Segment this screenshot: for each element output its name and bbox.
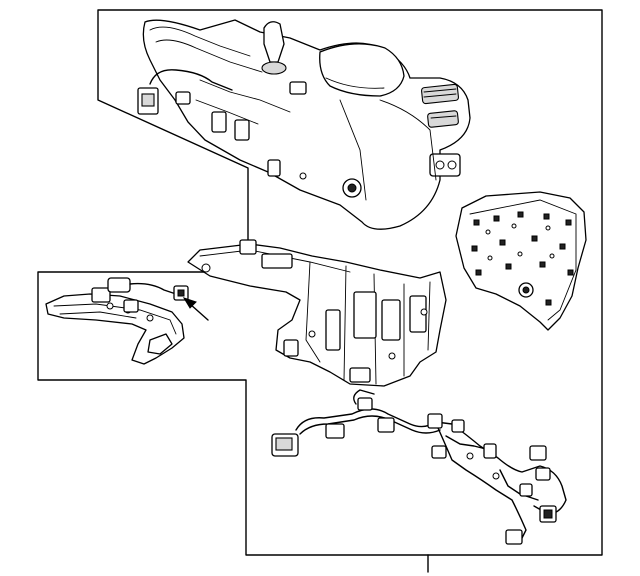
console-housing-assembly bbox=[137, 19, 471, 230]
console-wiring-harness bbox=[271, 389, 567, 545]
console-inner-frame bbox=[187, 239, 447, 387]
console-bracket-with-switch bbox=[45, 277, 189, 365]
console-side-panel bbox=[455, 191, 587, 331]
switch-pointer-arrow bbox=[182, 297, 209, 321]
assembly-boundary-outline bbox=[37, 9, 603, 556]
